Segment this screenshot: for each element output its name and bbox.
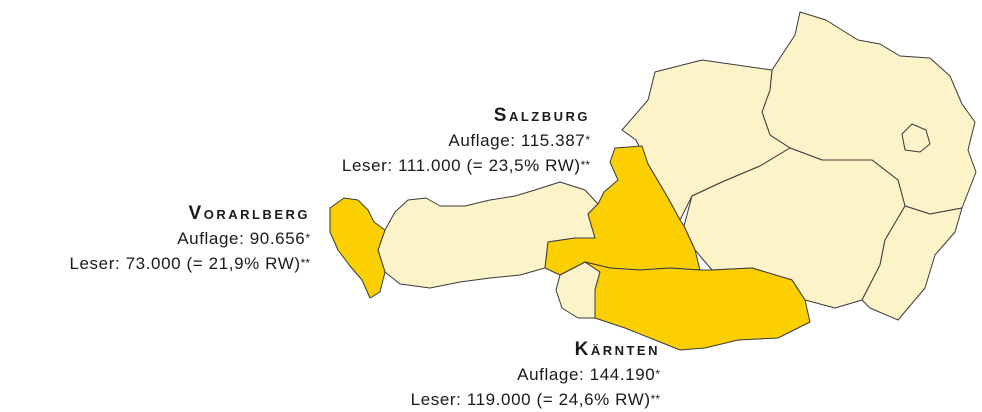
kaernten-auflage: Auflage: 144.190* [517, 365, 660, 384]
vorarlberg-leser: Leser: 73.000 (= 21,9% RW)** [69, 254, 310, 273]
label-vorarlberg: Vorarlberg Auflage: 90.656* Leser: 73.00… [69, 202, 310, 276]
vorarlberg-auflage: Auflage: 90.656* [177, 229, 310, 248]
region-name-salzburg: Salzburg [493, 105, 590, 126]
label-salzburg: Salzburg Auflage: 115.387* Leser: 111.00… [342, 104, 590, 178]
region-name-kaernten: Kärnten [574, 339, 660, 360]
region-wien[interactable] [901, 123, 931, 153]
salzburg-leser: Leser: 111.000 (= 23,5% RW)** [341, 156, 590, 175]
kaernten-leser: Leser: 119.000 (= 24,6% RW)** [410, 390, 660, 409]
region-burgenland[interactable] [861, 205, 963, 321]
region-kaernten[interactable] [584, 261, 811, 351]
label-kaernten: Kärnten Auflage: 144.190* Leser: 119.000… [411, 338, 660, 412]
region-name-vorarlberg: Vorarlberg [188, 203, 310, 224]
region-vorarlberg[interactable] [329, 197, 386, 299]
salzburg-auflage: Auflage: 115.387* [448, 131, 590, 150]
